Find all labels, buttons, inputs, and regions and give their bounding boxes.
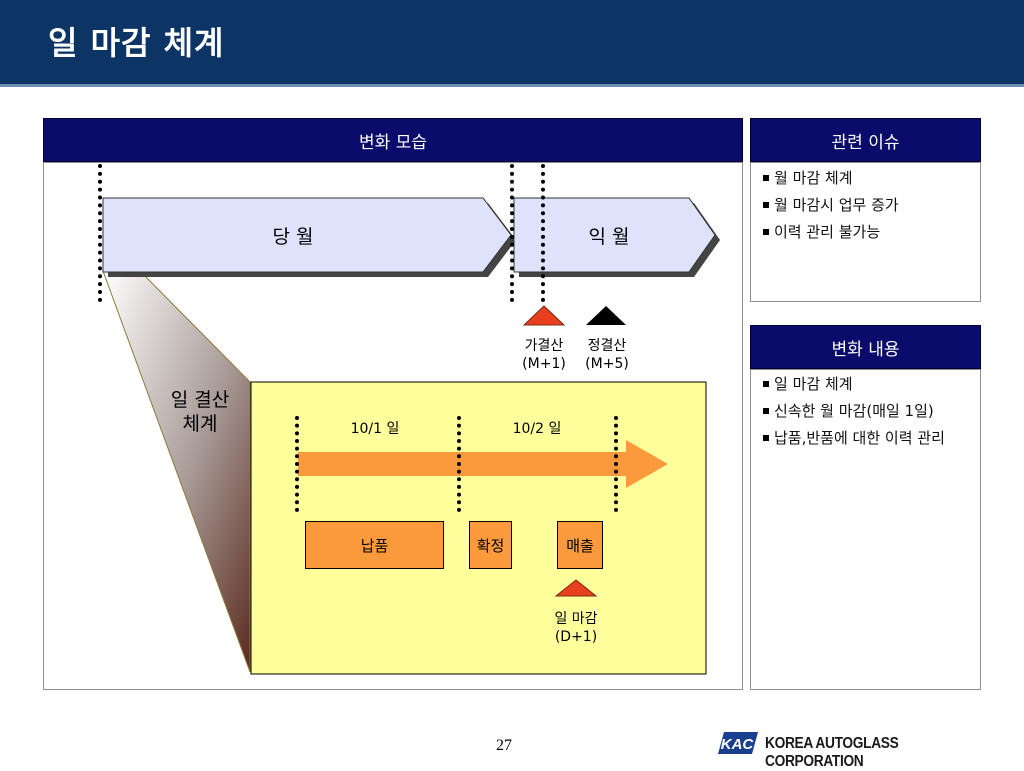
day1-label: 10/1 일 (350, 421, 400, 437)
kac-logo: KAC (718, 732, 758, 754)
daily-close-timing: (D+1) (554, 629, 598, 645)
month-next-label: 익 월 (588, 225, 630, 248)
final-settlement-timing: (M+5) (585, 356, 629, 372)
step-confirm-box: 확정 (469, 521, 512, 569)
final-settlement-label: 정결산 (M+5) (573, 337, 641, 373)
daily-close-text: 일 마감 (554, 611, 598, 627)
day2-end-divider (614, 416, 618, 512)
day2-label: 10/2 일 (512, 421, 562, 437)
changes-panel-header: 변화 내용 (750, 325, 981, 369)
daily-close-label: 일 마감 (D+1) (536, 610, 616, 646)
changes-list: 일 마감 체계 신속한 월 마감(매일 1일) 납품,반품에 대한 이력 관리 (761, 375, 961, 456)
month-next-arrow (513, 197, 716, 273)
issue-item: 이력 관리 불가능 (761, 223, 973, 241)
day2-start-divider (457, 416, 461, 512)
provisional-settlement-timing: (M+1) (522, 356, 566, 372)
page-number: 27 (496, 737, 512, 754)
step-sales-box: 매출 (557, 521, 603, 569)
month-current-arrow (102, 197, 512, 273)
month-current-label: 당 월 (272, 225, 314, 248)
changes-panel-body: 일 마감 체계 신속한 월 마감(매일 1일) 납품,반품에 대한 이력 관리 (750, 369, 981, 690)
final-settlement-marker (586, 306, 626, 325)
svg-text:KAC: KAC (721, 736, 755, 753)
daily-system-line2: 체계 (182, 413, 218, 435)
daily-close-marker (554, 579, 598, 597)
step-delivery-box: 납품 (305, 521, 444, 569)
settlement-divider (541, 164, 545, 302)
issues-panel-body: 월 마감 체계 월 마감시 업무 증가 이력 관리 불가능 (750, 162, 981, 302)
issue-item: 월 마감시 업무 증가 (761, 196, 973, 214)
daily-timeline-arrow (298, 440, 668, 488)
issue-item: 월 마감 체계 (761, 169, 973, 187)
zoom-wedge (102, 270, 251, 673)
provisional-settlement-text: 가결산 (524, 338, 564, 354)
provisional-settlement-marker (522, 305, 566, 326)
issues-panel-header: 관련 이슈 (750, 118, 981, 162)
company-name: KOREA AUTOGLASS CORPORATION (765, 735, 899, 770)
day1-start-divider (295, 416, 299, 512)
change-item: 일 마감 체계 (761, 375, 961, 393)
slide-title: 일 마감 체계 (48, 24, 225, 62)
month-start-divider (98, 164, 102, 302)
change-item: 납품,반품에 대한 이력 관리 (761, 429, 961, 447)
issues-list: 월 마감 체계 월 마감시 업무 증가 이력 관리 불가능 (761, 169, 973, 250)
left-panel-header: 변화 모습 (43, 118, 743, 162)
daily-system-label: 일 결산 체계 (150, 388, 250, 436)
daily-system-line1: 일 결산 (170, 389, 230, 411)
final-settlement-text: 정결산 (587, 338, 627, 354)
change-item: 신속한 월 마감(매일 1일) (761, 402, 961, 420)
provisional-settlement-label: 가결산 (M+1) (510, 337, 578, 373)
month-end-divider (510, 164, 514, 302)
title-bar (0, 0, 1024, 87)
